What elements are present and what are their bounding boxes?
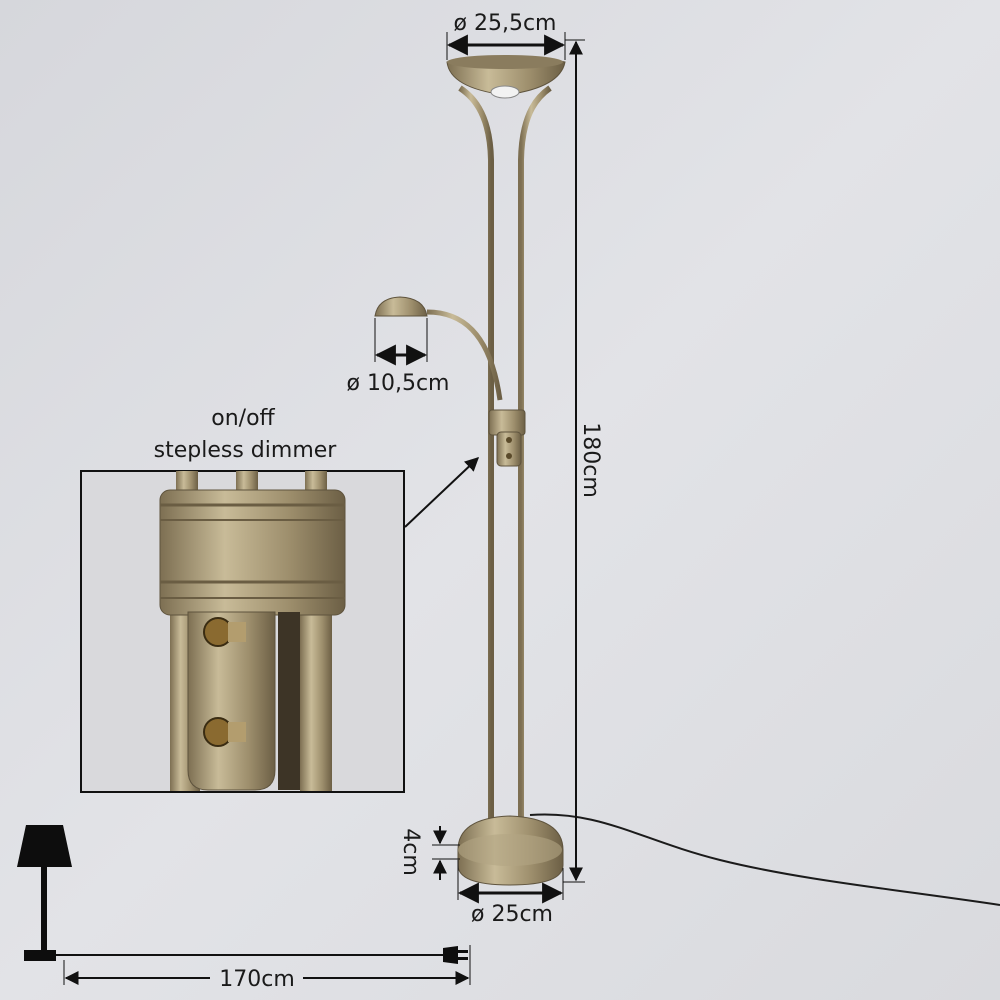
dimmer-housing <box>488 409 526 436</box>
callout-pointer <box>404 457 480 528</box>
callout-line2: stepless dimmer <box>154 438 338 463</box>
reading-shade <box>374 296 428 317</box>
dimmer-knob-icon <box>506 437 512 443</box>
base-diameter-label: ø 25cm <box>471 902 553 927</box>
height-label: 180cm <box>578 422 603 498</box>
reading-diameter-label: ø 10,5cm <box>347 371 450 396</box>
dimmer-closeup-inset <box>80 470 405 793</box>
reading-arm <box>426 309 503 401</box>
switch-knob-icon <box>506 453 512 459</box>
base-height-label: 4cm <box>398 828 423 876</box>
plug-icon <box>443 946 468 964</box>
callout-line1: on/off <box>211 406 275 431</box>
inset-dimmer-knob-icon <box>203 617 233 647</box>
power-cable <box>529 813 1000 906</box>
inset-switch-knob-icon <box>203 717 233 747</box>
cable-length-label: 170cm <box>219 967 295 992</box>
top-diameter-label: ø 25,5cm <box>454 11 557 36</box>
floor-lamp <box>374 55 566 886</box>
table-lamp-icon <box>17 825 72 961</box>
